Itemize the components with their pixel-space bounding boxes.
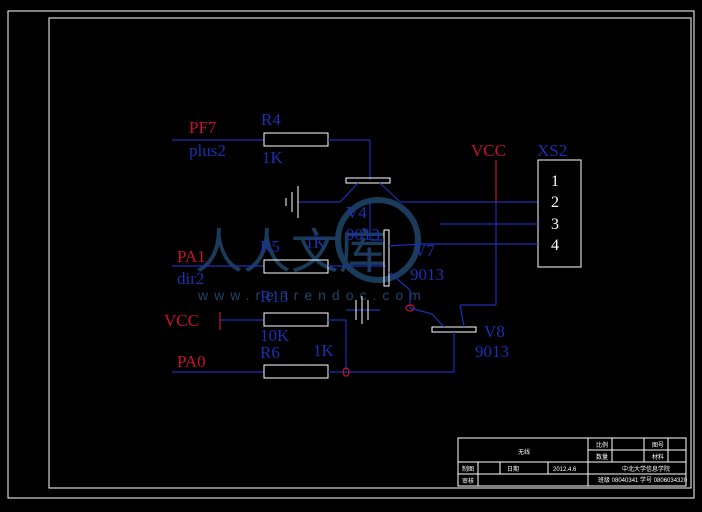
label-vcc-top: VCC: [471, 141, 506, 160]
label-dir2: dir2: [177, 269, 204, 288]
xs2-pin-4: 4: [551, 237, 559, 254]
resistor-r4: [263, 132, 329, 147]
label-r13-value: 10K: [260, 326, 290, 345]
label-v8-model: 9013: [475, 342, 509, 361]
transistor-v4: V4 9013: [285, 177, 538, 244]
tb-cell-d: 审核: [462, 477, 474, 485]
v8-collector: [459, 304, 465, 328]
label-plus2: plus2: [189, 141, 226, 160]
watermark-url: www.renrendoc.com: [197, 287, 427, 303]
v8-base-bar: [431, 326, 477, 333]
label-v4-model: 9013: [346, 225, 380, 244]
wire-v7-v8: [409, 307, 433, 315]
label-v7: V7: [414, 241, 435, 260]
label-r13: R13: [260, 287, 288, 306]
transistor-v8: V8 9013: [409, 304, 509, 372]
label-r4: R4: [261, 110, 281, 129]
tb-date: 2012.4.6: [553, 467, 577, 473]
resistor-r6: [263, 364, 329, 379]
label-r5: R5: [260, 237, 280, 256]
r6-junction: [342, 367, 350, 377]
label-v8: V8: [484, 322, 505, 341]
inner-frame: [48, 17, 692, 489]
tb-cell-f: 材料: [652, 453, 664, 461]
tb-cell-a: 比例: [596, 441, 608, 449]
watermark-circle: [335, 197, 421, 283]
connector-xs2: VCC XS2 1 2 3 4: [420, 141, 582, 306]
v7-collector: [388, 243, 421, 247]
label-r4-value: 1K: [262, 148, 284, 167]
branch-pa1: PA1 dir2 R5 1K: [172, 233, 386, 288]
tb-cell-b: 图号: [652, 442, 664, 449]
label-vcc-left: VCC: [164, 311, 199, 330]
resistor-r13: [263, 312, 329, 327]
title-block: 无线 比例 图号 数量 材料 制图 审核 日期 2012.4.6 中北大学信息学…: [457, 437, 688, 487]
v4-base-bar: [345, 177, 391, 184]
label-xs2: XS2: [537, 141, 567, 160]
xs2-pin-1: 1: [551, 173, 559, 190]
v7-base-bar: [383, 229, 390, 287]
xs2-pin-2: 2: [551, 194, 559, 211]
tb-date-label: 日期: [507, 465, 519, 473]
outer-frame: [7, 10, 695, 499]
label-v4: V4: [346, 203, 367, 222]
label-r6-value: 1K: [313, 341, 335, 360]
branch-pf7: PF7 plus2 R4 1K: [172, 110, 371, 180]
tb-class-id: 班级 08040341 学号 0806034320: [598, 476, 688, 484]
label-pa0: PA0: [177, 352, 206, 371]
branch-pa0: PA0 R6 1K: [172, 341, 454, 379]
tb-school: 中北大学信息学院: [622, 465, 670, 473]
tb-cell-c: 制图: [462, 465, 474, 473]
tb-cell-e: 数量: [596, 453, 608, 461]
watermark: 人人文库 www.renrendoc.com: [195, 197, 427, 303]
tb-name: 无线: [518, 448, 530, 456]
branch-r13: VCC R13 10K: [164, 287, 380, 370]
v8-emitter: [431, 313, 445, 328]
xs2-pin-3: 3: [551, 216, 559, 233]
label-pa1: PA1: [177, 247, 206, 266]
v4-emitter: [379, 182, 401, 203]
label-v7-model: 9013: [410, 265, 444, 284]
label-r6: R6: [260, 343, 280, 362]
v7-junction: [405, 304, 415, 312]
v7-emitter: [388, 271, 411, 291]
label-r5-value: 1K: [305, 233, 327, 252]
v4-collector: [339, 182, 359, 203]
label-pf7: PF7: [189, 118, 217, 137]
xs2-body: [537, 159, 582, 268]
transistor-v7: V7 9013: [369, 202, 444, 312]
